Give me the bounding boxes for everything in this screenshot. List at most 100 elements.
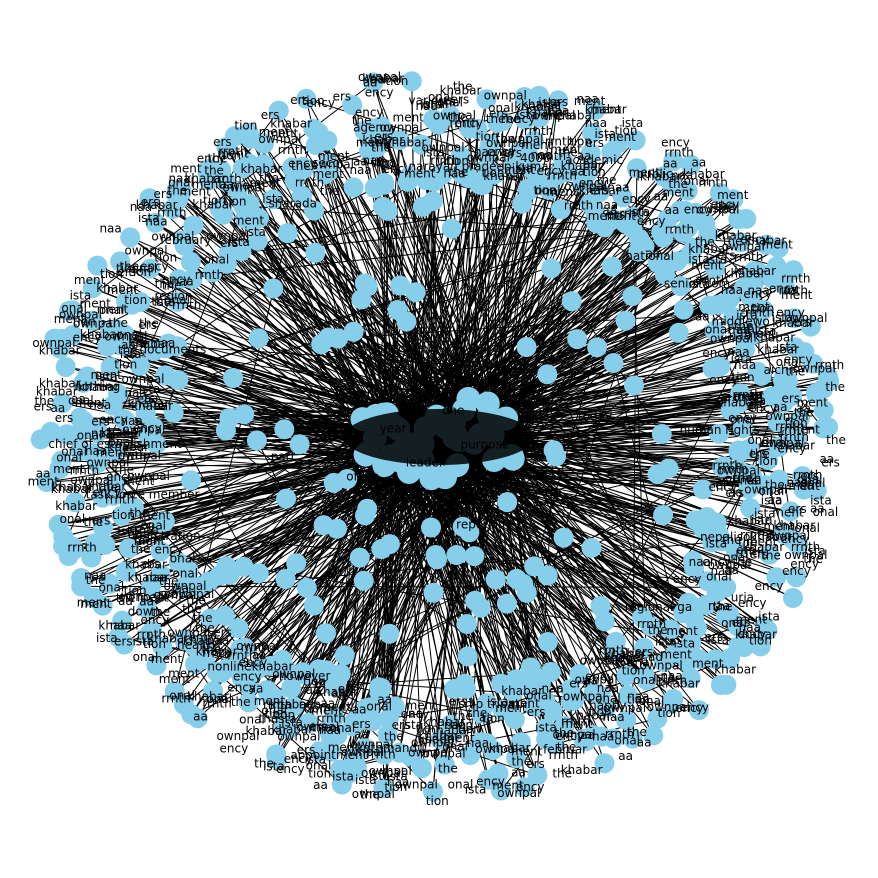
graph-node [506,748,527,769]
edge [72,477,432,547]
edge [374,223,627,439]
edge [225,146,399,430]
node-label-overlap: onal [366,699,392,713]
graph-node [651,424,672,444]
node-label: nonlinekhabar [207,659,293,673]
node-label: people [383,342,424,356]
edge [76,433,434,793]
graph-node [304,200,325,221]
node-label-overlap: ency [476,775,505,789]
graph-node [582,122,603,143]
node-label-overlap: rrnth [561,714,590,728]
node-label-overlap: onal [448,777,474,791]
graph-node [305,242,326,263]
edge [511,455,549,576]
node-label-overlap: khabar [658,677,700,691]
graph-node [412,196,433,217]
node-label-overlap: rrnth [699,176,728,190]
node-label: 4000 [520,151,551,165]
node-label-overlap: ment [139,509,171,523]
graph-node [704,320,725,341]
graph-node [516,337,537,357]
node-label-overlap: ers [138,318,157,332]
node-label: chief of establishment [48,437,182,451]
graph-node [55,357,76,377]
edge [68,310,546,702]
node-label: leader [406,455,444,469]
graph-node [527,765,548,786]
node-label-overlap: tion [112,508,135,522]
node-label: sharada [268,197,316,211]
graph-node [632,607,653,628]
node-label-overlap: ers [333,89,352,103]
graph-node [253,154,274,175]
edge [353,331,627,676]
graph-node [774,274,795,295]
node-label-overlap: ownpal [121,372,164,386]
graph-node [647,708,668,729]
edge [505,418,633,739]
edge [248,132,465,411]
node-label: appointment [290,748,367,762]
node-label: report [456,517,493,531]
node-label-overlap: naa [585,116,607,130]
edge [139,365,602,697]
graph-node [516,582,537,603]
node-label-overlap: ment [736,613,768,627]
edge [488,100,559,417]
node-label-overlap: ownpal [73,316,116,330]
node-label-overlap: ista [709,201,731,215]
node-label-overlap: ency [675,701,704,715]
graph-node [379,623,400,644]
graph-node [216,556,237,577]
graph-node [163,402,184,423]
graph-node [423,781,443,802]
edge [408,469,442,740]
graph-node [425,545,446,565]
edge [329,442,475,734]
graph-node [457,646,478,667]
node-label-overlap: aa [819,452,834,466]
graph-node [783,588,803,608]
graph-node [543,440,564,461]
graph-node [181,470,201,491]
node-label-overlap: aa [352,703,367,717]
edge [487,178,538,404]
edge [177,199,492,431]
graph-node [790,408,811,429]
graph-node [696,594,717,615]
node-label-overlap: ers [114,635,133,649]
node-label-overlap: the [360,787,380,801]
node-label-overlap: the [193,611,213,625]
node-label-overlap: tion [622,664,645,678]
edge [281,456,499,661]
graph-node [234,404,255,425]
edge [417,449,736,551]
graph-node [129,355,150,376]
node-label: health [177,638,215,652]
node-label-overlap: onal [133,650,159,664]
node-label-overlap: aa [193,709,208,723]
edge [492,316,734,436]
graph-node [104,441,125,462]
graph-node [537,364,558,385]
graph-node [661,174,682,195]
node-label-overlap: the [627,725,647,739]
edge [263,163,438,417]
node-label-overlap: aa [618,749,633,763]
edge [181,191,377,417]
node-label-overlap: rrnth [67,541,96,555]
edge [632,168,638,739]
node-label-overlap: ment [74,273,106,287]
node-label-overlap: aa [36,467,51,481]
node-label-overlap: rrnth [564,198,593,212]
node-label-overlap: onal [170,551,196,565]
node-label-overlap: ency [306,96,335,110]
node-label-overlap: ownpal [171,587,214,601]
node-label-overlap: aa [479,711,494,725]
node-label-overlap: the [501,112,521,126]
graph-node [625,130,646,151]
node-label-overlap: ency [516,780,545,794]
graph-node [246,430,267,451]
node-label-overlap: the [83,515,103,529]
